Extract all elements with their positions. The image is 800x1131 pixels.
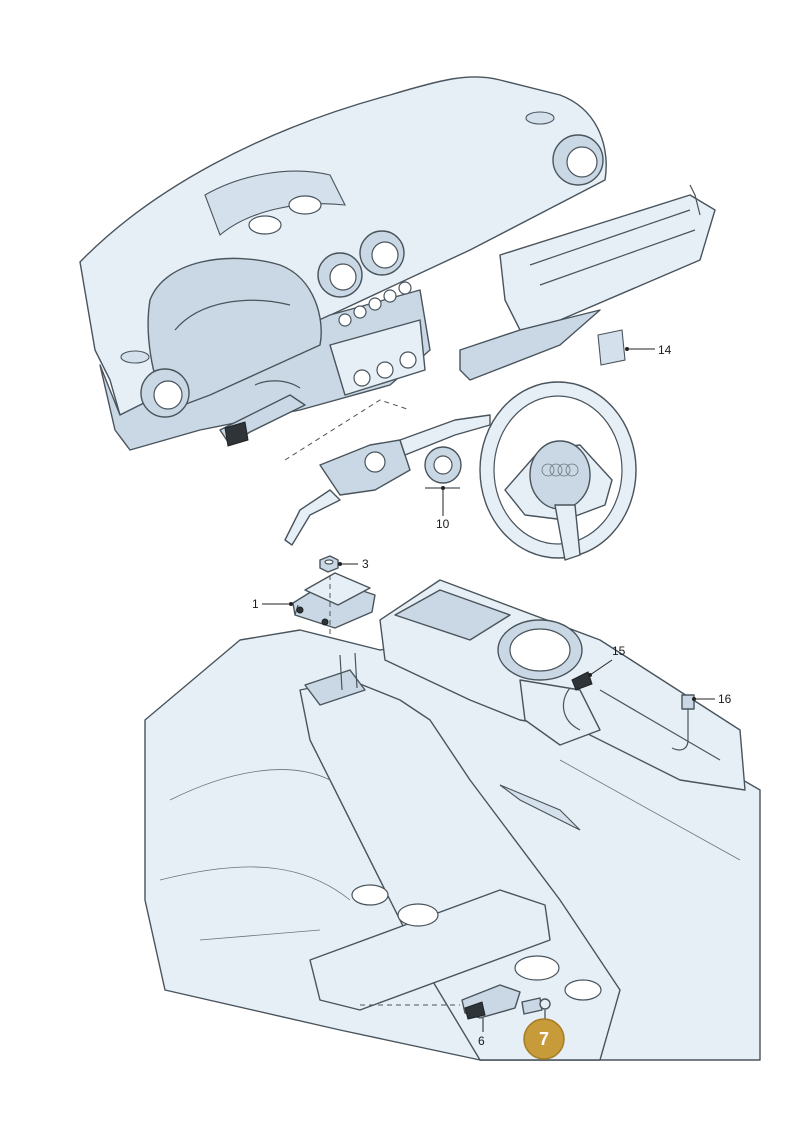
passenger-airbag-illustration	[459, 184, 716, 381]
callout-label: 10	[436, 517, 450, 531]
bolt-illustration	[521, 997, 551, 1015]
callout-label: 3	[362, 557, 369, 571]
center-console-illustration	[379, 579, 746, 791]
callout-label: 1	[252, 597, 259, 611]
callout-label: 16	[718, 692, 732, 706]
callout-label: 6	[478, 1034, 485, 1048]
clock-spring-illustration	[424, 446, 462, 489]
callout-label: 15	[612, 644, 626, 658]
callout-part-16: 16	[692, 692, 732, 706]
callout-part-14: 14	[625, 343, 672, 357]
airbag-control-unit-illustration	[292, 572, 376, 629]
connector-16-illustration	[671, 694, 695, 751]
dashboard-illustration	[79, 76, 607, 451]
highlight-badge-label: 7	[539, 1029, 549, 1049]
nut-illustration	[319, 555, 339, 573]
steering-wheel-illustration	[479, 381, 637, 561]
callout-part-7-highlighted[interactable]: 7	[523, 1010, 565, 1060]
callout-part-15: 15	[588, 644, 626, 677]
callout-part-6: 6	[478, 1018, 485, 1048]
highlight-badge[interactable]	[523, 1018, 565, 1060]
steering-column-switch-illustration	[284, 399, 491, 546]
callout-label: 14	[658, 343, 672, 357]
callout-part-10: 10	[436, 486, 450, 531]
callout-part-1: 1	[252, 597, 293, 611]
callout-part-3: 3	[338, 557, 369, 571]
crash-sensor-illustration	[461, 984, 521, 1020]
